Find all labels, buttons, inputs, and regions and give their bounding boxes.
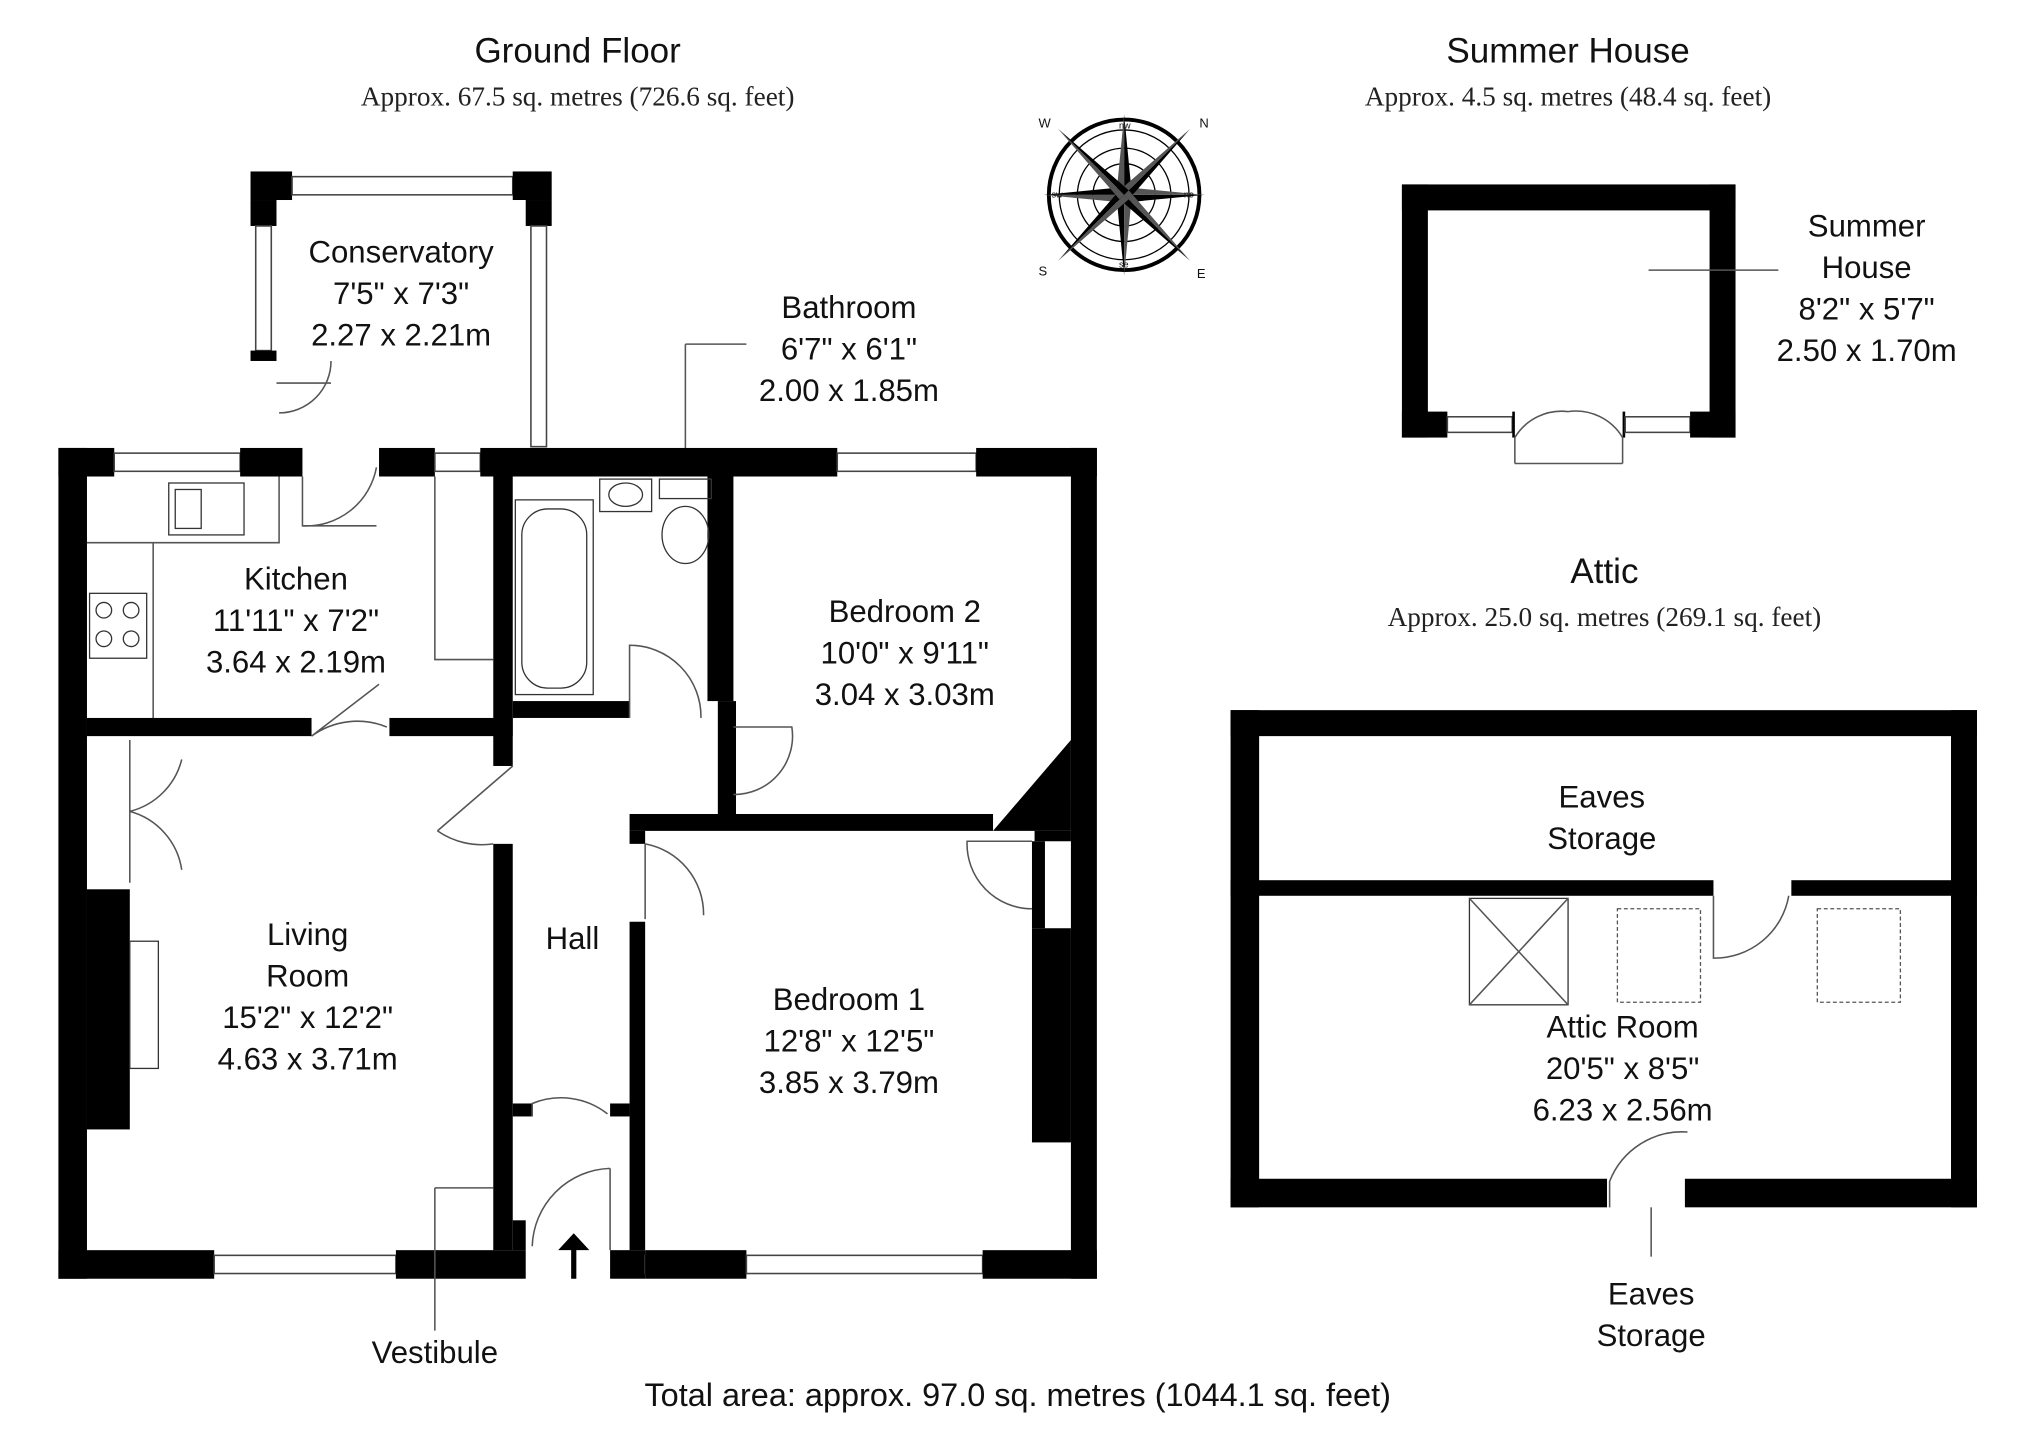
hall-name: Hall bbox=[546, 921, 600, 956]
eaves-top-2: Storage bbox=[1547, 821, 1656, 856]
kitchen-imperial: 11'11" x 7'2" bbox=[213, 603, 379, 638]
attic-walls bbox=[1230, 710, 1977, 1257]
living-name-2: Room bbox=[266, 959, 349, 994]
living-metric: 4.63 x 3.71m bbox=[218, 1042, 398, 1077]
eaves-bottom-1: Eaves bbox=[1608, 1277, 1695, 1312]
room-kitchen: Kitchen 11'11" x 7'2" 3.64 x 2.19m bbox=[206, 561, 386, 679]
ground-floor-area: Approx. 67.5 sq. metres (726.6 sq. feet) bbox=[361, 81, 795, 111]
bedroom1-name: Bedroom 1 bbox=[773, 982, 925, 1017]
kitchen-name: Kitchen bbox=[244, 561, 348, 596]
summer-house-title: Summer House bbox=[1446, 31, 1689, 70]
total-area: Total area: approx. 97.0 sq. metres (104… bbox=[644, 1377, 1390, 1413]
attic-room-imperial: 20'5" x 8'5" bbox=[1546, 1051, 1699, 1086]
compass-rose-icon: N S E W nw ne sw se bbox=[1038, 114, 1209, 281]
attic-room-metric: 6.23 x 2.56m bbox=[1533, 1092, 1713, 1127]
attic-eaves-storage-top: Eaves Storage bbox=[1547, 780, 1656, 857]
room-summer-house: Summer House 8'2" x 5'7" 2.50 x 1.70m bbox=[1777, 208, 1957, 368]
compass-n: N bbox=[1199, 115, 1208, 130]
eaves-top-1: Eaves bbox=[1559, 780, 1646, 815]
room-conservatory: Conservatory 7'5" x 7'3" 2.27 x 2.21m bbox=[309, 234, 495, 352]
summer-house-area: Approx. 4.5 sq. metres (48.4 sq. feet) bbox=[1365, 81, 1771, 111]
bedroom2-imperial: 10'0" x 9'11" bbox=[821, 635, 989, 670]
attic-room-name: Attic Room bbox=[1546, 1009, 1698, 1044]
summer-house-walls bbox=[1401, 184, 1779, 465]
conservatory-metric: 2.27 x 2.21m bbox=[311, 317, 491, 352]
bedroom1-imperial: 12'8" x 12'5" bbox=[764, 1024, 935, 1059]
room-bedroom-2: Bedroom 2 10'0" x 9'11" 3.04 x 3.03m bbox=[815, 594, 995, 712]
compass-nw: nw bbox=[1119, 121, 1131, 131]
vestibule-name: Vestibule bbox=[372, 1335, 498, 1370]
attic-area: Approx. 25.0 sq. metres (269.1 sq. feet) bbox=[1388, 602, 1822, 632]
room-attic: Attic Room 20'5" x 8'5" 6.23 x 2.56m bbox=[1533, 1009, 1713, 1127]
ground-floor-title: Ground Floor bbox=[474, 31, 681, 70]
compass-w: W bbox=[1038, 115, 1051, 130]
summer-house-name-1: Summer bbox=[1808, 208, 1926, 243]
attic-title: Attic bbox=[1570, 552, 1638, 591]
bedroom2-name: Bedroom 2 bbox=[829, 594, 981, 629]
conservatory-name: Conservatory bbox=[309, 234, 495, 269]
compass-se: se bbox=[1119, 260, 1129, 270]
compass-s: S bbox=[1038, 263, 1047, 278]
bedroom1-metric: 3.85 x 3.79m bbox=[759, 1065, 939, 1100]
summer-house-name-2: House bbox=[1822, 250, 1912, 285]
summer-house-metric: 2.50 x 1.70m bbox=[1777, 333, 1957, 368]
conservatory-imperial: 7'5" x 7'3" bbox=[333, 276, 469, 311]
bathroom-metric: 2.00 x 1.85m bbox=[759, 373, 939, 408]
room-bathroom: Bathroom 6'7" x 6'1" 2.00 x 1.85m bbox=[759, 290, 939, 408]
summer-house-imperial: 8'2" x 5'7" bbox=[1799, 291, 1935, 326]
compass-ne: ne bbox=[1184, 189, 1194, 199]
bedroom2-metric: 3.04 x 3.03m bbox=[815, 677, 995, 712]
room-bedroom-1: Bedroom 1 12'8" x 12'5" 3.85 x 3.79m bbox=[759, 982, 939, 1100]
eaves-bottom-2: Storage bbox=[1597, 1318, 1706, 1353]
room-living: Living Room 15'2" x 12'2" 4.63 x 3.71m bbox=[218, 917, 398, 1077]
attic-eaves-storage-bottom: Eaves Storage bbox=[1597, 1277, 1706, 1354]
compass-sw: sw bbox=[1051, 189, 1063, 199]
ground-floor-walls bbox=[58, 171, 1097, 1331]
bathroom-name: Bathroom bbox=[781, 290, 916, 325]
kitchen-metric: 3.64 x 2.19m bbox=[206, 645, 386, 680]
bathroom-imperial: 6'7" x 6'1" bbox=[781, 332, 917, 367]
living-name-1: Living bbox=[267, 917, 348, 952]
compass-e: E bbox=[1197, 266, 1206, 281]
living-imperial: 15'2" x 12'2" bbox=[222, 1000, 393, 1035]
